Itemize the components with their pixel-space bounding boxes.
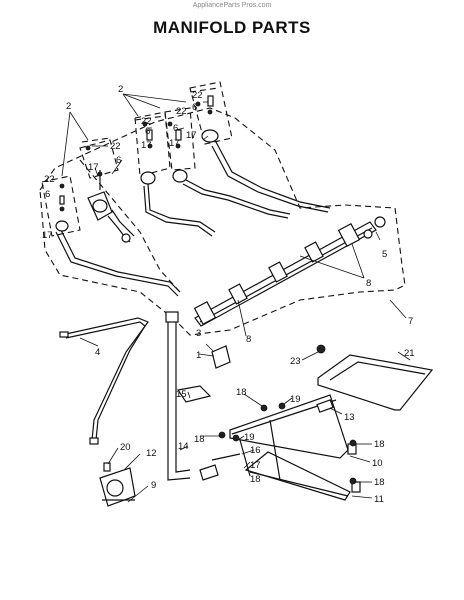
callout-14: 14: [178, 441, 189, 452]
callout-9: 9: [151, 480, 156, 491]
callout-3: 3: [196, 328, 201, 339]
callout-18-c: 18: [374, 439, 385, 450]
screw-22-far-left: [59, 183, 65, 189]
bracket-22-left: [81, 137, 111, 143]
callout-8-left: 8: [246, 334, 251, 345]
burner-assembly-center-right: [164, 107, 291, 219]
callout-17-e: 17: [186, 130, 197, 141]
regulator-bracket: [211, 345, 231, 369]
screw-18-a: [260, 404, 268, 412]
callout-18-b: 18: [194, 434, 205, 445]
screw-22-left: [85, 145, 91, 151]
screw-18-d: [349, 477, 357, 485]
screw-19-b: [232, 434, 240, 442]
callout-15: 15: [176, 389, 187, 400]
screw-19-a: [278, 402, 286, 410]
callout-17-lower: 17: [250, 460, 261, 471]
callout-2-left: 2: [66, 101, 71, 112]
callout-6-a: 6: [45, 189, 50, 200]
callout-22-d: 22: [176, 106, 187, 117]
callout-22-e: 22: [192, 90, 203, 101]
screw-23: [316, 344, 326, 354]
callout-13: 13: [344, 412, 355, 423]
screw-18-c: [349, 439, 357, 447]
burner-assembly-right: [189, 81, 331, 213]
callout-23: 23: [290, 356, 301, 367]
manifold-assembly-outline: [39, 107, 406, 336]
spark-electrode: [211, 453, 241, 461]
burner-assembly-second: [79, 139, 181, 293]
burner-assembly-center: [134, 111, 216, 237]
burner-assembly-left: [41, 175, 181, 297]
callout-4: 4: [95, 347, 100, 358]
callout-2-center: 2: [118, 84, 123, 95]
callout-17-b: 17: [88, 162, 99, 173]
callout-6-d: 6: [173, 123, 178, 134]
callout-16: 16: [250, 445, 261, 456]
screw-22-right: [195, 101, 201, 107]
manifold-pipe: [193, 216, 386, 327]
callout-6-b: 6: [116, 155, 121, 166]
screw-22-center-right: [167, 121, 173, 127]
bracket-22-right: [189, 87, 219, 93]
callout-6-e: 6: [192, 102, 197, 113]
callout-7: 7: [408, 316, 413, 327]
gas-line-tube: [59, 317, 149, 445]
callout-22-c: 22: [141, 116, 152, 127]
burner-tubes: [229, 394, 361, 501]
callout-18-d: 18: [374, 477, 385, 488]
screw-22-center: [142, 121, 148, 127]
callout-17-a: 17: [42, 230, 53, 241]
screw-18-b: [218, 431, 226, 439]
bracket-22-center: [134, 115, 166, 121]
supply-pipe: [165, 311, 219, 481]
callout-20: 20: [120, 442, 131, 453]
callout-11: 11: [374, 494, 384, 505]
cover-plate: [317, 354, 434, 411]
callout-17-d: 17: [169, 138, 180, 149]
callout-5: 5: [382, 249, 387, 260]
watermark: ApplianceParts Pros.com: [192, 2, 272, 9]
callout-8-right: 8: [366, 278, 371, 289]
leader-lines: [61, 93, 411, 503]
pressure-regulator: [99, 462, 136, 507]
callout-17-c: 17: [141, 140, 152, 151]
callout-19-a: 19: [290, 394, 301, 405]
callouts: 2 2 22 22 22 22 22 6 6 6 6 6 17 17 17 17…: [42, 84, 415, 505]
callout-22-b: 22: [110, 141, 121, 152]
callout-18-e: 18: [250, 474, 261, 485]
callout-10: 10: [372, 458, 383, 469]
callout-6-c: 6: [145, 126, 150, 137]
callout-1: 1: [196, 350, 201, 361]
callout-12: 12: [146, 448, 157, 459]
callout-18-a: 18: [236, 387, 247, 398]
diagram-title: MANIFOLD PARTS: [153, 18, 311, 37]
callout-21: 21: [404, 348, 415, 359]
callout-22-a: 22: [44, 174, 55, 185]
callout-19-b: 19: [244, 432, 255, 443]
